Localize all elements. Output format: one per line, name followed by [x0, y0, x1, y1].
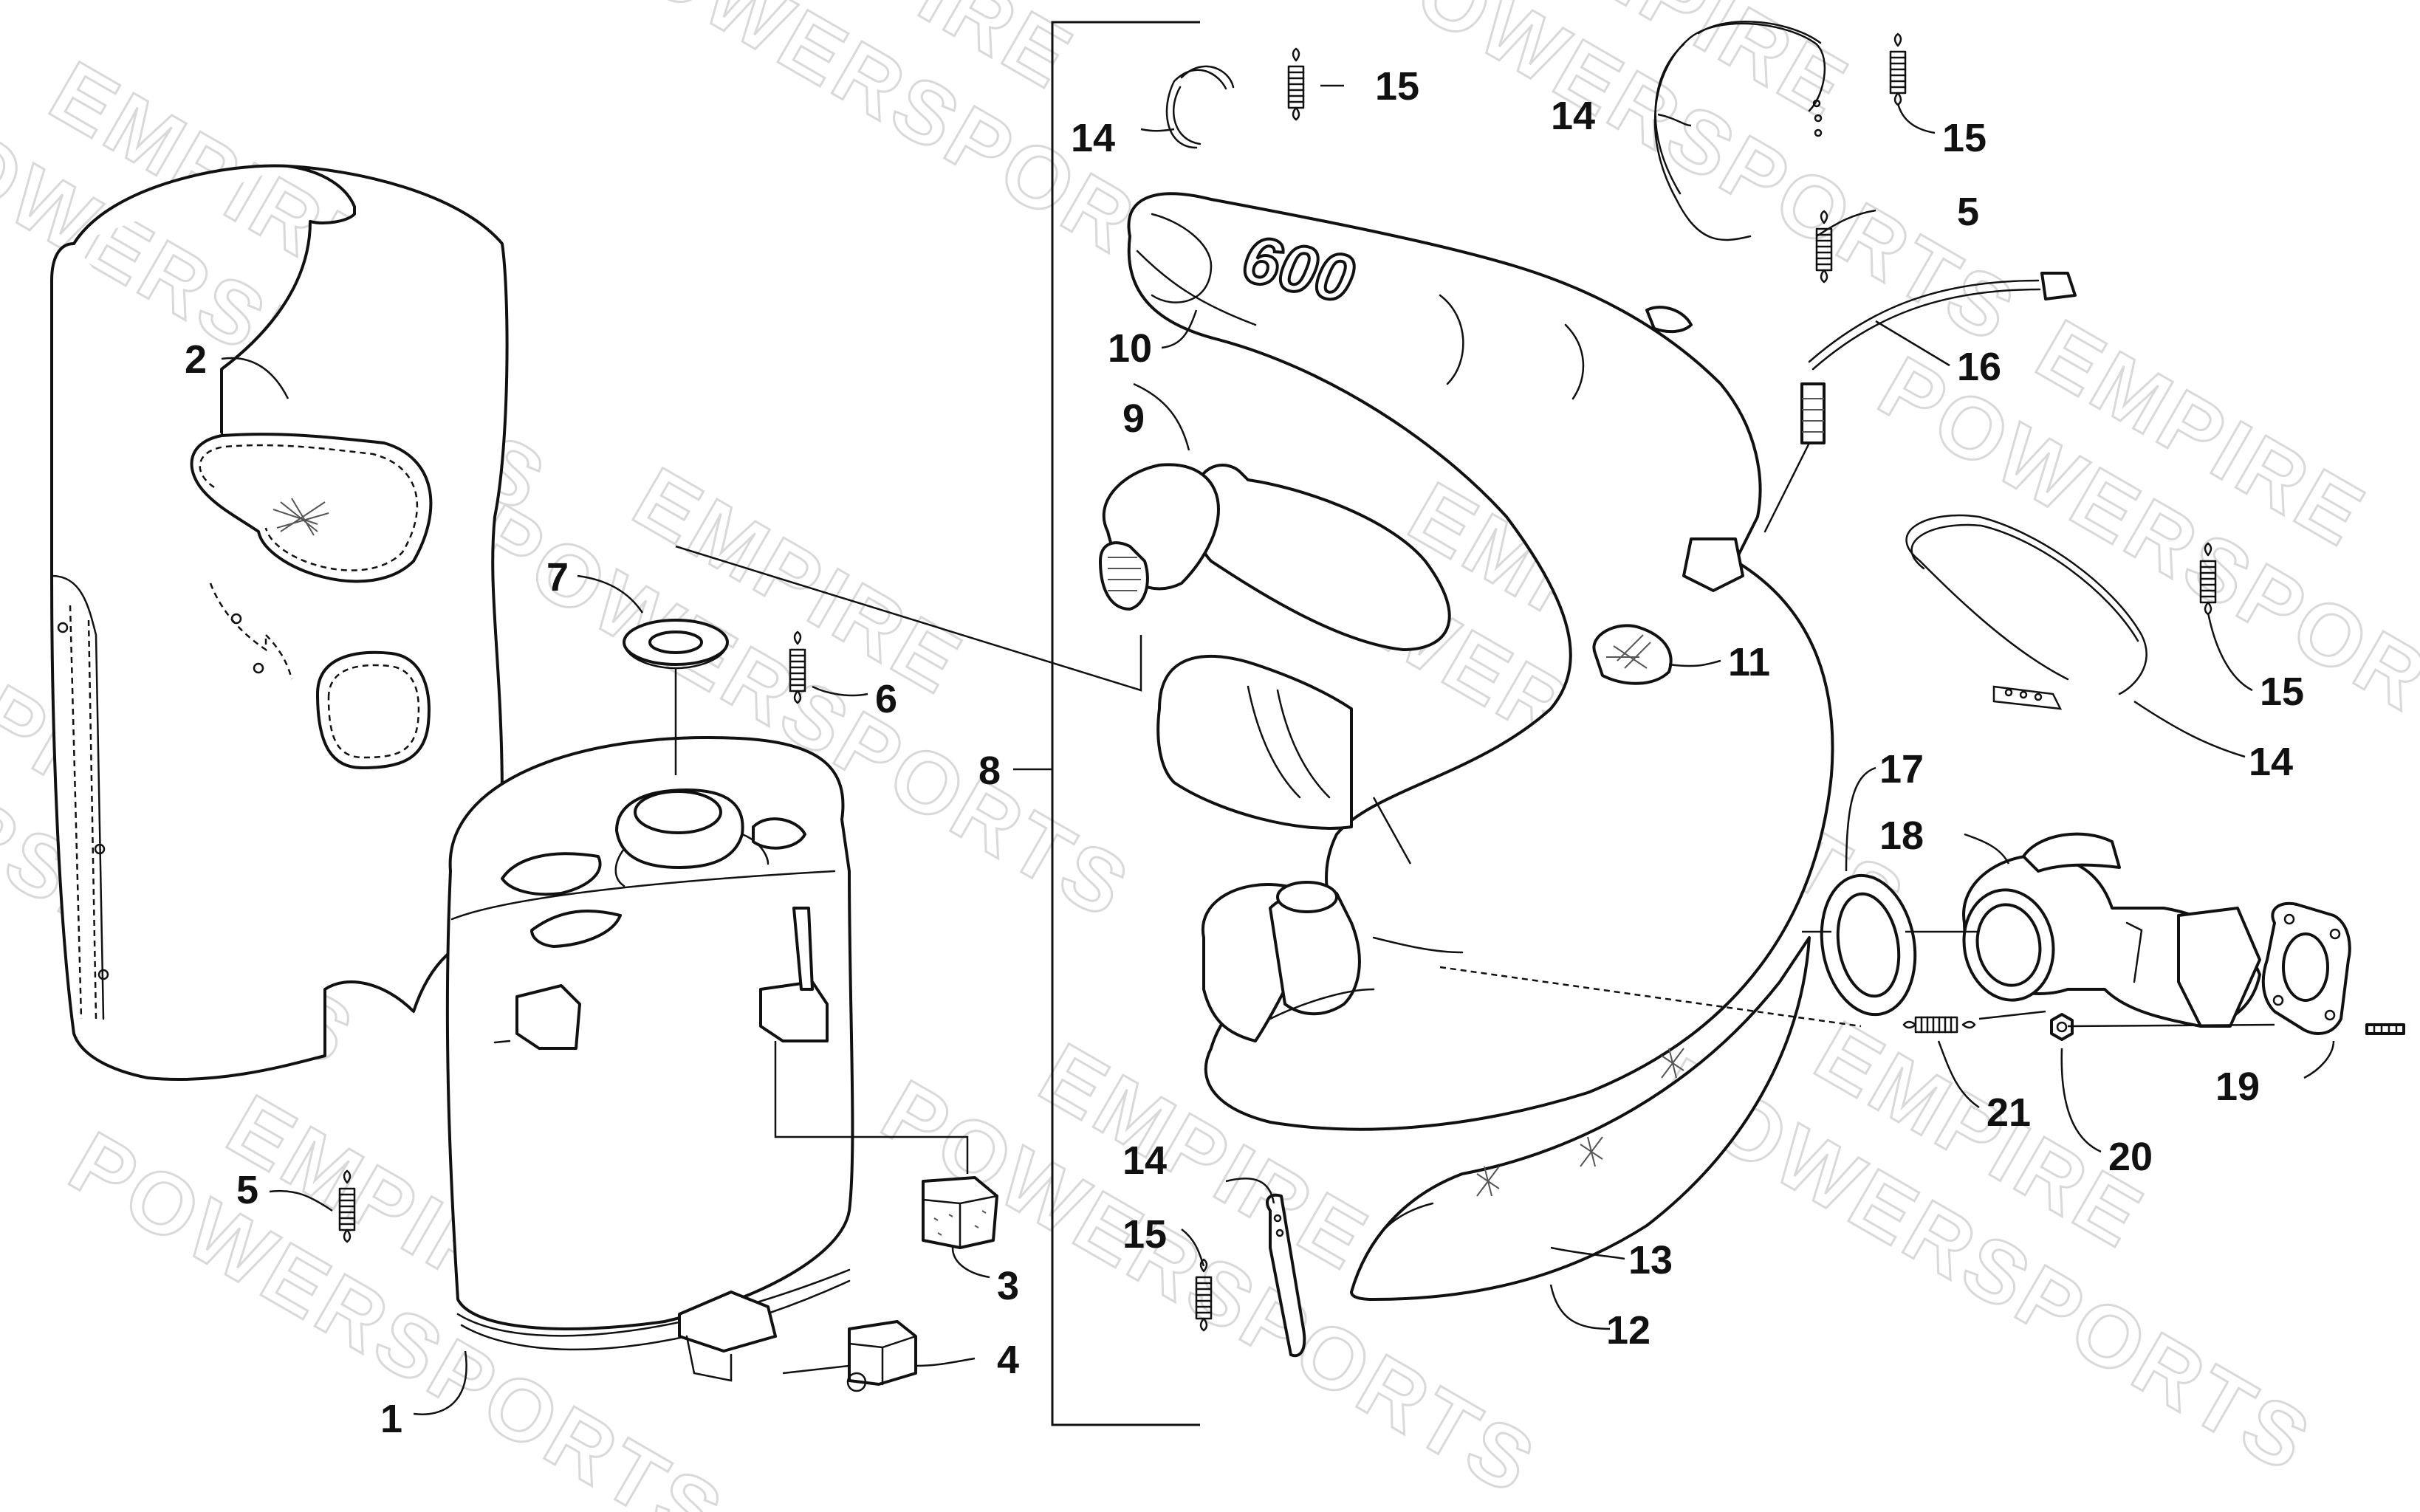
part-2-heat-shield — [50, 164, 509, 1081]
callout-14-top-left: 14 — [1071, 116, 1115, 160]
callout-19: 19 — [2215, 1065, 2260, 1109]
callout-labels: 1 2 3 4 5 5 6 7 8 9 10 11 12 13 14 14 14… — [185, 64, 2304, 1441]
callout-6: 6 — [875, 677, 897, 721]
callout-8: 8 — [978, 749, 1001, 793]
callout-15-top: 15 — [1375, 64, 1419, 109]
part-20-nut — [2050, 1013, 2074, 1041]
callout-1: 1 — [380, 1397, 402, 1441]
callout-12: 12 — [1606, 1308, 1651, 1353]
part-14-clamp-top-right — [1653, 21, 1826, 241]
callout-5-right: 5 — [1957, 190, 1979, 234]
callout-21: 21 — [1987, 1090, 2031, 1135]
part-17-gasket-ring — [1820, 873, 1917, 1017]
callout-7: 7 — [546, 555, 569, 599]
callout-14-bottom: 14 — [1122, 1138, 1167, 1183]
part-19-gasket — [2261, 901, 2351, 1035]
part-7-grommet — [623, 619, 729, 670]
part-21-spring — [1902, 1016, 1976, 1034]
part-16-sensor — [1682, 272, 2077, 592]
callout-15-bottom: 15 — [1122, 1212, 1167, 1257]
part-3-bumper — [922, 1176, 998, 1249]
callout-3: 3 — [997, 1264, 1019, 1308]
part-14-clamp-top-left — [1165, 65, 1235, 149]
callout-9: 9 — [1122, 396, 1145, 441]
callout-14-right: 14 — [2249, 740, 2293, 784]
leader-lines — [221, 84, 2335, 1415]
callout-14-top-right: 14 — [1551, 94, 1595, 138]
callout-13: 13 — [1628, 1238, 1673, 1282]
part-1-muffler — [445, 736, 854, 1382]
part-4-bumper — [846, 1320, 917, 1392]
callout-15-top-right: 15 — [1942, 116, 1987, 160]
part-15-spring-top — [1287, 47, 1305, 121]
part-15-spring-top-right — [1889, 32, 1907, 106]
callout-15-right: 15 — [2260, 670, 2304, 714]
callout-2: 2 — [185, 337, 207, 382]
callout-4: 4 — [997, 1338, 1019, 1382]
callout-10: 10 — [1108, 326, 1152, 371]
part-19-stud — [2365, 1023, 2405, 1035]
callout-11: 11 — [1728, 640, 1770, 684]
part-10-exhaust-pipe: 600 — [1099, 192, 1834, 1301]
part-14-clamp-bottom — [1266, 1193, 1306, 1358]
callout-20: 20 — [2108, 1135, 2153, 1179]
callout-17: 17 — [1879, 747, 1924, 791]
part-14-clamp-right — [1905, 514, 2148, 710]
callout-18: 18 — [1879, 814, 1924, 858]
callout-5-left: 5 — [236, 1168, 258, 1212]
group-bracket-8 — [1051, 21, 1200, 1426]
part-18-exhaust-manifold — [1962, 832, 2261, 1028]
callout-16: 16 — [1957, 345, 2001, 389]
